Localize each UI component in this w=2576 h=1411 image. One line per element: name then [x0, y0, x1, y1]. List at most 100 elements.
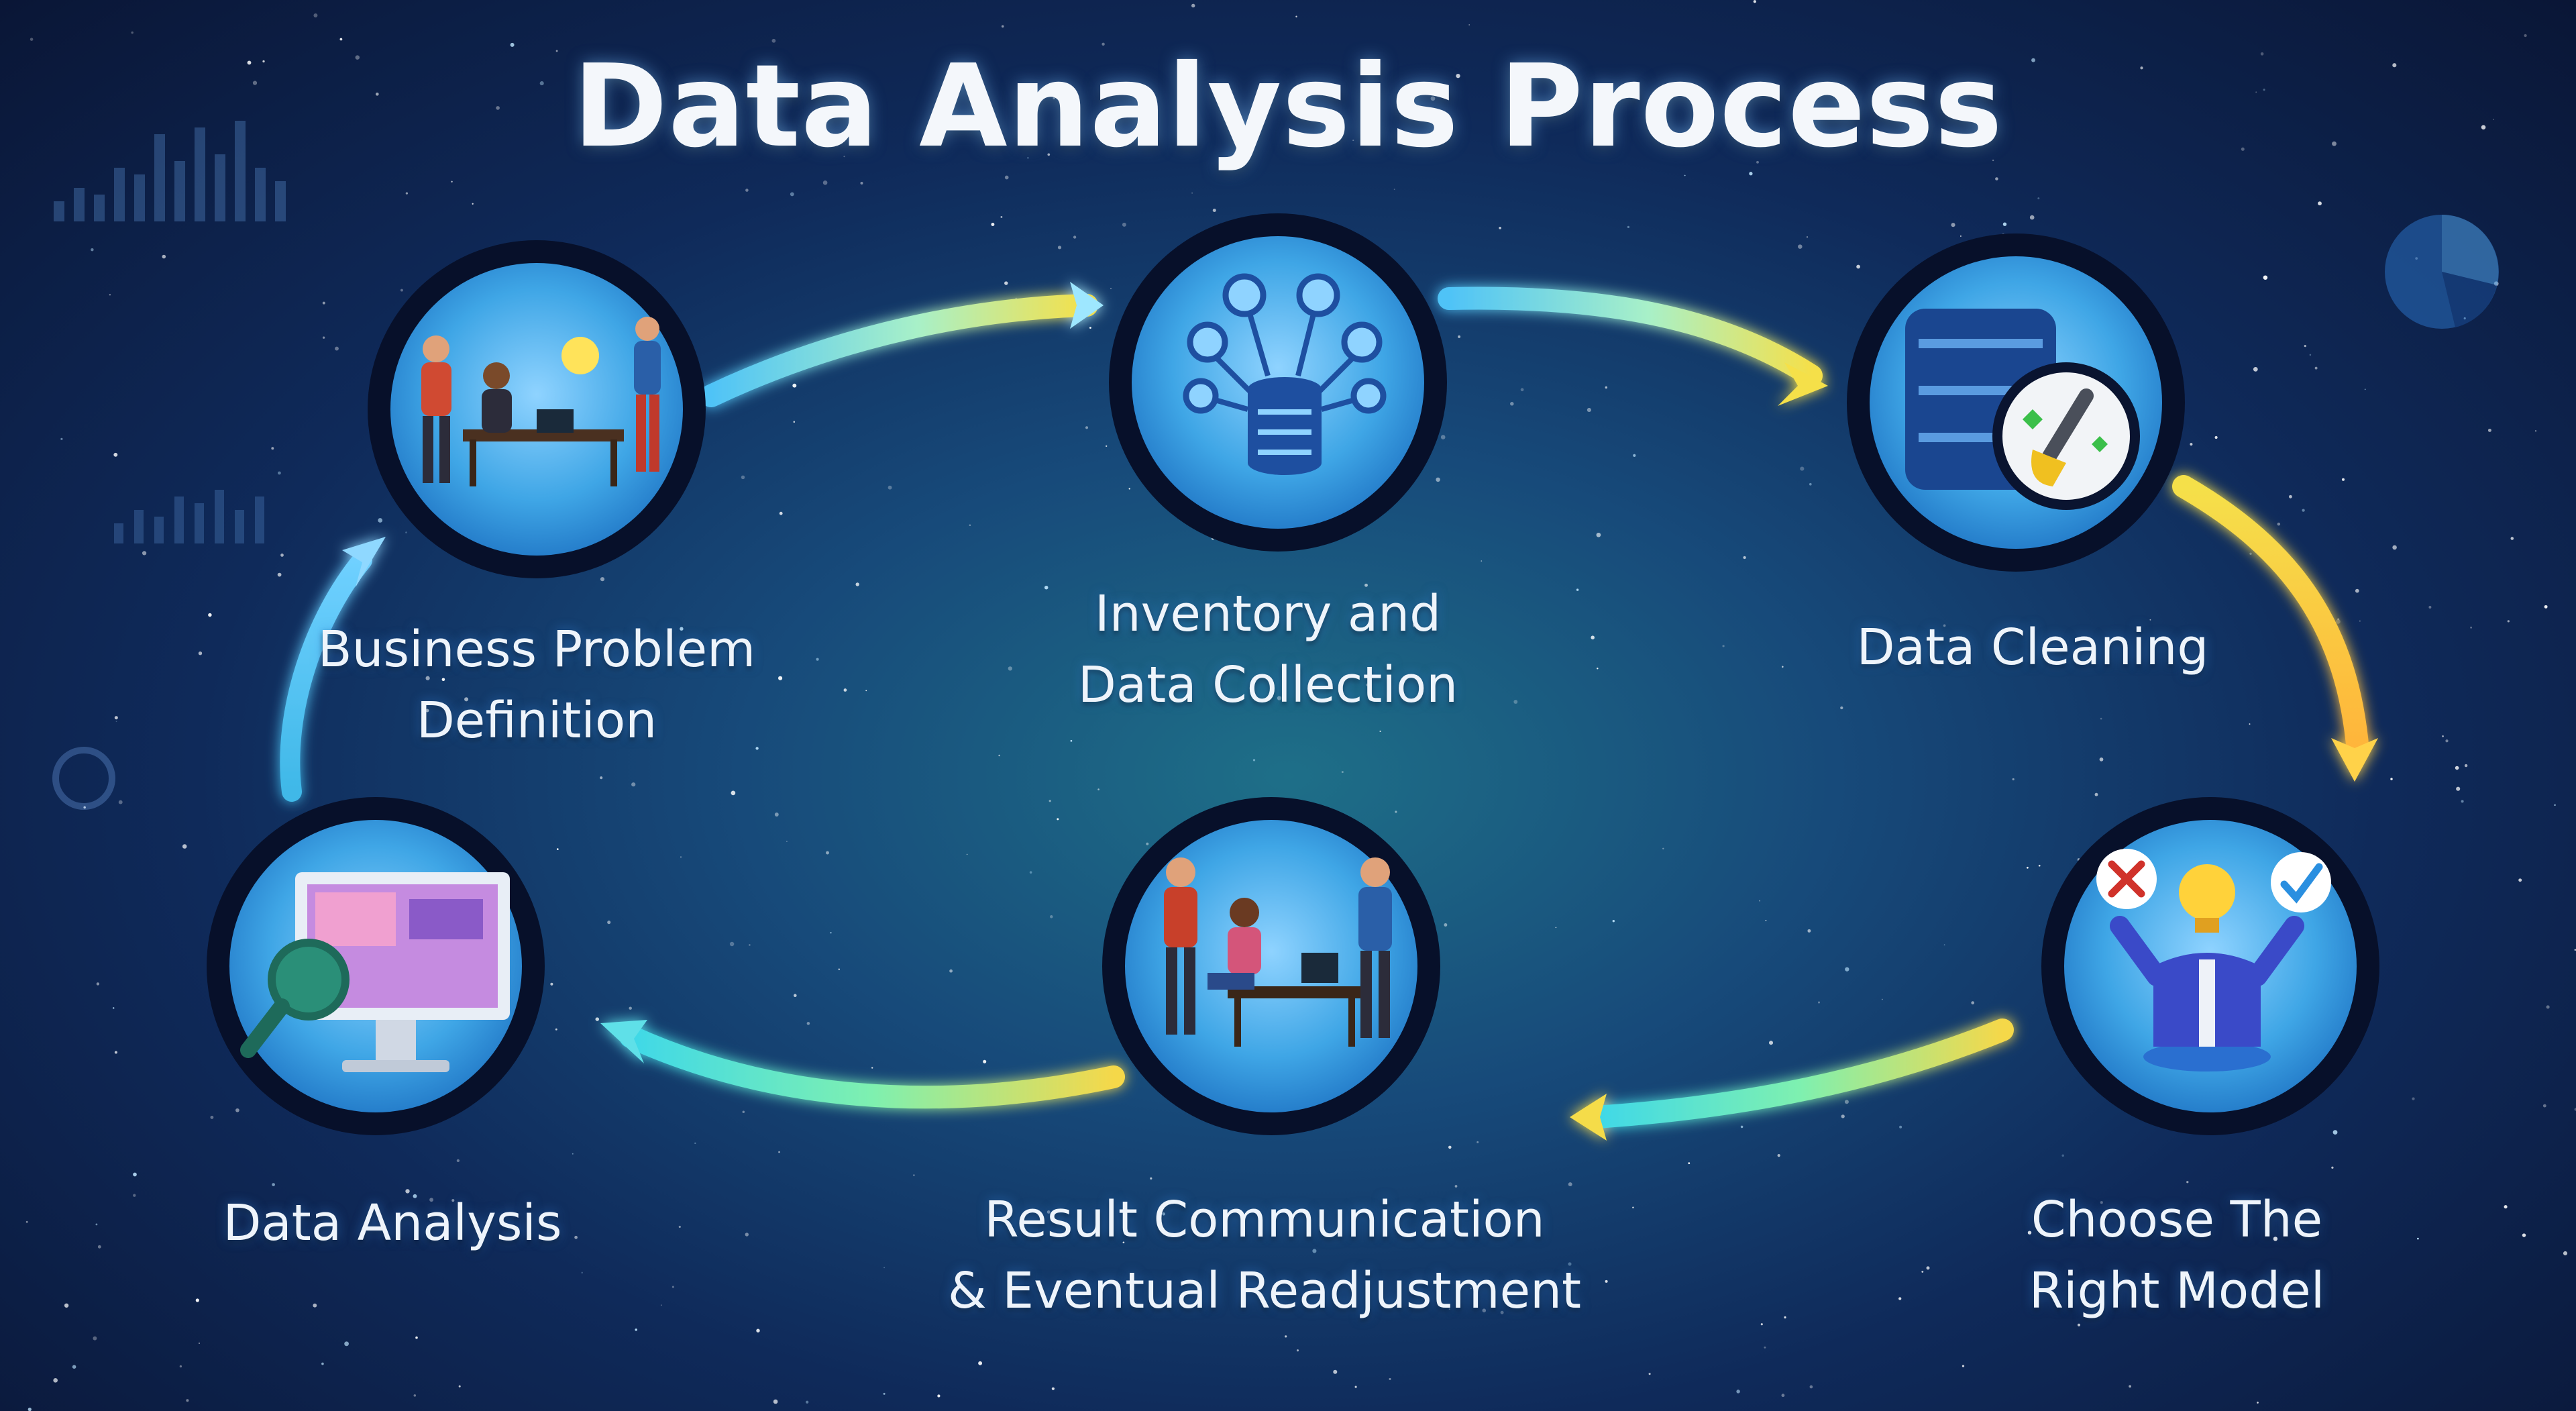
- database-network-icon: [1183, 273, 1387, 475]
- star-dot: [1597, 668, 1599, 670]
- step-label-model: Choose The Right Model: [2029, 1191, 2325, 1320]
- arrowhead-icon: [1778, 362, 1828, 406]
- step-nodes: [207, 213, 2379, 1135]
- star-dot: [883, 1392, 885, 1395]
- star-dot: [1743, 556, 1746, 560]
- star-dot: [335, 346, 339, 351]
- star-dot: [1057, 818, 1059, 821]
- star-dot: [2359, 620, 2361, 622]
- star-dot: [1759, 900, 1761, 902]
- step-label-business-problem: Business Problem Definition: [317, 621, 756, 749]
- star-dot: [1046, 1210, 1051, 1214]
- star-dot: [2510, 537, 2514, 540]
- star-dot: [1468, 24, 1470, 25]
- star-dot: [773, 1399, 778, 1404]
- star-dot: [2337, 618, 2340, 621]
- star-dot: [1272, 1216, 1276, 1220]
- star-dot: [271, 447, 274, 450]
- star-dot: [2331, 1166, 2334, 1169]
- star-dot: [429, 1198, 434, 1202]
- star-dot: [1740, 1125, 1743, 1129]
- star-dot: [96, 982, 100, 986]
- star-dot: [95, 1223, 98, 1226]
- star-dot: [1841, 1114, 1845, 1118]
- star-dot: [1768, 1041, 1774, 1045]
- star-dot: [1960, 235, 1962, 237]
- star-dot: [806, 1400, 809, 1404]
- star-dot: [451, 180, 453, 182]
- star-dot: [1971, 1001, 1975, 1004]
- star-dot: [622, 66, 625, 68]
- star-dot: [2099, 757, 2104, 762]
- star-dot: [378, 518, 383, 523]
- star-dot: [2257, 1402, 2259, 1404]
- star-dot: [400, 289, 403, 292]
- star-dot: [1995, 177, 1998, 180]
- star-dot: [678, 1225, 681, 1229]
- star-dot: [2027, 866, 2029, 869]
- star-dot: [72, 1365, 76, 1369]
- star-dot: [1448, 1308, 1450, 1310]
- star-dot: [794, 994, 797, 997]
- star-dot: [572, 1153, 574, 1155]
- star-dot: [2336, 619, 2341, 624]
- star-dot: [425, 676, 430, 680]
- star-dot: [2574, 949, 2576, 951]
- star-dot: [114, 716, 118, 720]
- star-dot: [2260, 52, 2264, 56]
- star-dot: [456, 1159, 460, 1163]
- arrow-inventory-to-cleaning: [1438, 286, 1823, 387]
- star-dot: [1354, 1386, 1357, 1388]
- star-dot: [2461, 800, 2464, 803]
- star-dot: [2140, 66, 2143, 70]
- star-dot: [1688, 1162, 1690, 1165]
- star-dot: [1809, 482, 1812, 486]
- star-dot: [1285, 1335, 1287, 1338]
- star-dot: [1097, 788, 1099, 790]
- star-dot: [2428, 606, 2432, 609]
- star-dot: [280, 554, 284, 557]
- star-dot: [1070, 739, 1073, 742]
- star-dot: [1004, 281, 1008, 285]
- star-dot: [1736, 1390, 1740, 1394]
- refresh-decoration-icon: [52, 747, 115, 810]
- star-dot: [313, 13, 318, 17]
- team-discussion-icon: [1164, 857, 1392, 1047]
- star-dot: [413, 1394, 417, 1397]
- star-dot: [2507, 620, 2510, 623]
- star-dot: [680, 627, 684, 631]
- star-dot: [1296, 1349, 1299, 1352]
- star-dot: [792, 383, 797, 388]
- star-dot: [1596, 532, 1601, 537]
- star-dot: [1809, 1385, 1813, 1389]
- star-dot: [1555, 927, 1557, 929]
- star-dot: [2470, 626, 2473, 629]
- star-dot: [1627, 225, 1630, 229]
- star-dot: [1049, 800, 1051, 802]
- star-dot: [2341, 478, 2345, 481]
- star-dot: [1781, 1394, 1785, 1398]
- star-dot: [1777, 1153, 1780, 1157]
- star-dot: [1760, 1323, 1763, 1326]
- star-dot: [2464, 764, 2468, 768]
- star-dot: [774, 813, 779, 817]
- star-dot: [1911, 647, 1913, 649]
- star-dot: [2263, 89, 2265, 91]
- star-dot: [855, 582, 859, 586]
- arrowhead-icon: [1570, 1094, 1607, 1141]
- star-dot: [262, 60, 265, 63]
- star-dot: [1277, 696, 1282, 700]
- star-dot: [1102, 42, 1105, 46]
- star-dot: [983, 1059, 987, 1063]
- star-dot: [1122, 222, 1126, 227]
- star-dot: [2029, 215, 2035, 220]
- star-dot: [344, 1341, 349, 1347]
- star-dot: [1515, 64, 1518, 68]
- arrow-analysis-to-business: [280, 550, 372, 802]
- star-dot: [991, 223, 995, 226]
- star-dot: [1252, 759, 1256, 762]
- star-dot: [1926, 1266, 1930, 1270]
- star-dot: [806, 1022, 810, 1025]
- star-dot: [472, 203, 474, 205]
